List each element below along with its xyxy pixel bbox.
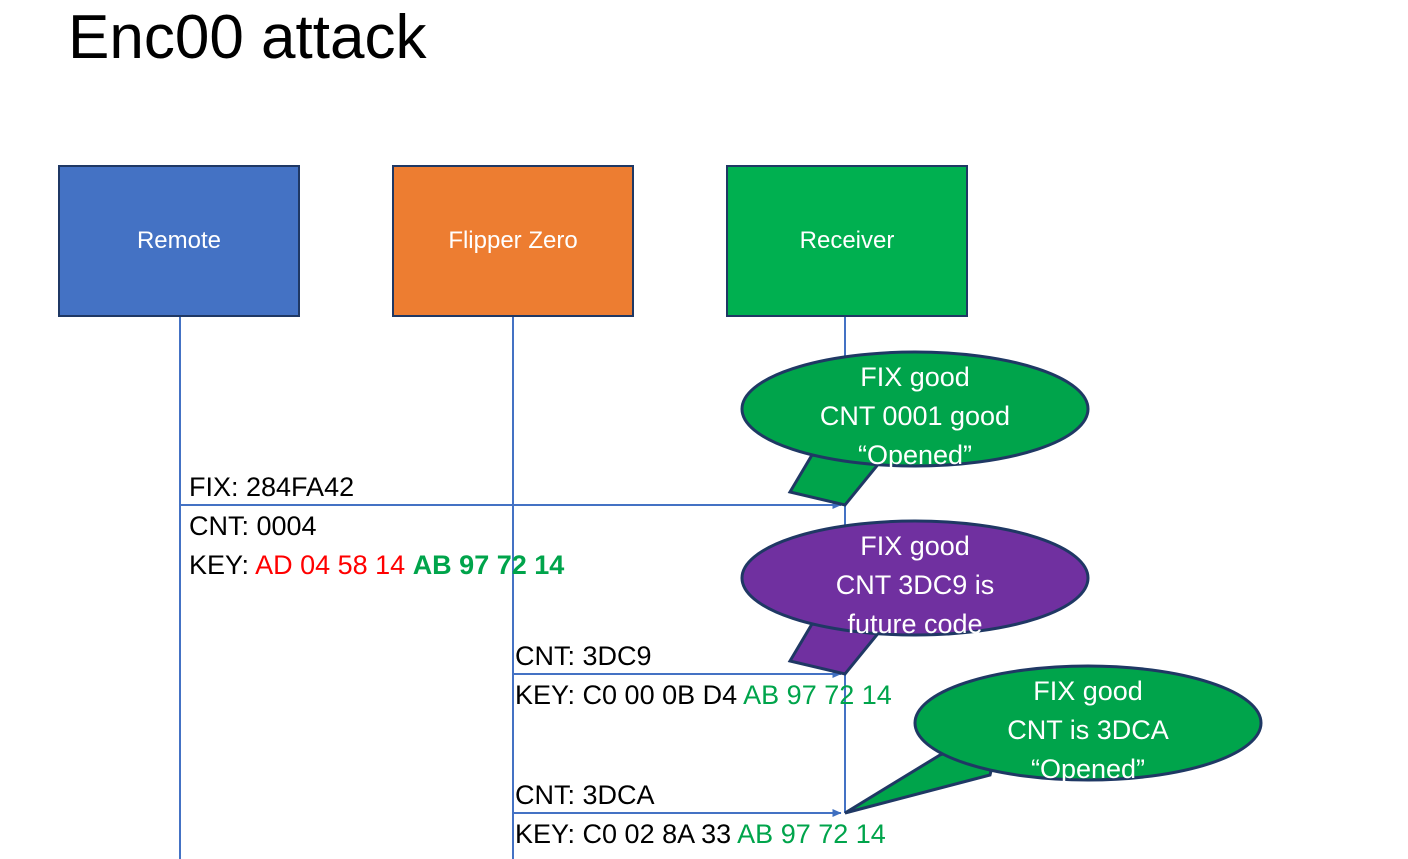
message-2-key-prefix: KEY: C0 00 0B D4 [515,680,744,710]
message-1-key-red: AD 04 58 14 [255,550,406,580]
message-3-line-cnt: CNT: 3DCA [515,780,655,810]
page-title: Enc00 attack [68,3,427,72]
message-3-key-prefix: KEY: C0 02 8A 33 [515,819,738,849]
speech-bubble-3 [844,664,1263,815]
message-1-line-key: KEY: AD 04 58 14 AB 97 72 14 [189,550,564,580]
actor-box-receiver[interactable]: Receiver [726,165,968,317]
message-2-key-green: AB 97 72 14 [743,680,892,710]
actor-box-flipper-zero[interactable]: Flipper Zero [392,165,634,317]
message-1-line-cnt: CNT: 0004 [189,511,317,541]
speech-bubble-2 [740,519,1090,676]
message-3-line-key: KEY: C0 02 8A 33 AB 97 72 14 [515,819,886,849]
message-2-line-key: KEY: C0 00 0B D4 AB 97 72 14 [515,680,892,710]
message-2-line-cnt: CNT: 3DC9 [515,641,652,671]
speech-bubble-3-body [913,664,1263,782]
speech-bubble-2-body [740,519,1090,637]
message-1-key-prefix: KEY: [189,550,256,580]
speech-bubble-1 [740,350,1090,507]
actor-label-remote: Remote [136,227,222,254]
actor-box-remote[interactable]: Remote [58,165,300,317]
message-3-key-green: AB 97 72 14 [737,819,886,849]
actor-label-flipper-zero: Flipper Zero [448,227,578,254]
message-1-key-green: AB 97 72 14 [412,550,565,580]
actor-label-receiver: Receiver [799,227,895,254]
message-1-line-fix: FIX: 284FA42 [189,472,355,502]
speech-bubble-1-body [740,350,1090,468]
